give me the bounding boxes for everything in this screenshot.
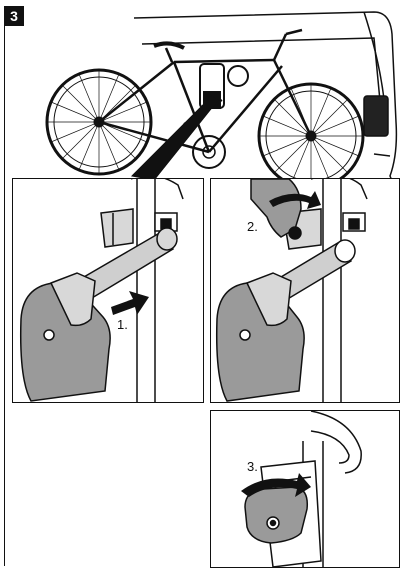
- step-2-label: 2.: [247, 219, 258, 234]
- step-number-badge: 3: [4, 6, 24, 26]
- car-bike-scene: [24, 4, 402, 190]
- step-3-label: 3.: [247, 459, 258, 474]
- step-panel-3: 3.: [210, 410, 400, 568]
- step-panel-1: 1.: [12, 178, 204, 403]
- hand-icon: [251, 179, 301, 239]
- hand-icon: [245, 487, 307, 543]
- car-bike-illustration: [24, 4, 402, 190]
- arrow-icon: [111, 291, 149, 315]
- step-2-illustration: [211, 179, 400, 403]
- step-1-label: 1.: [117, 317, 128, 332]
- step-panel-2: 2.: [210, 178, 400, 403]
- step-3-illustration: [211, 411, 400, 568]
- step-1-illustration: [13, 179, 204, 403]
- page-left-border: [4, 6, 5, 566]
